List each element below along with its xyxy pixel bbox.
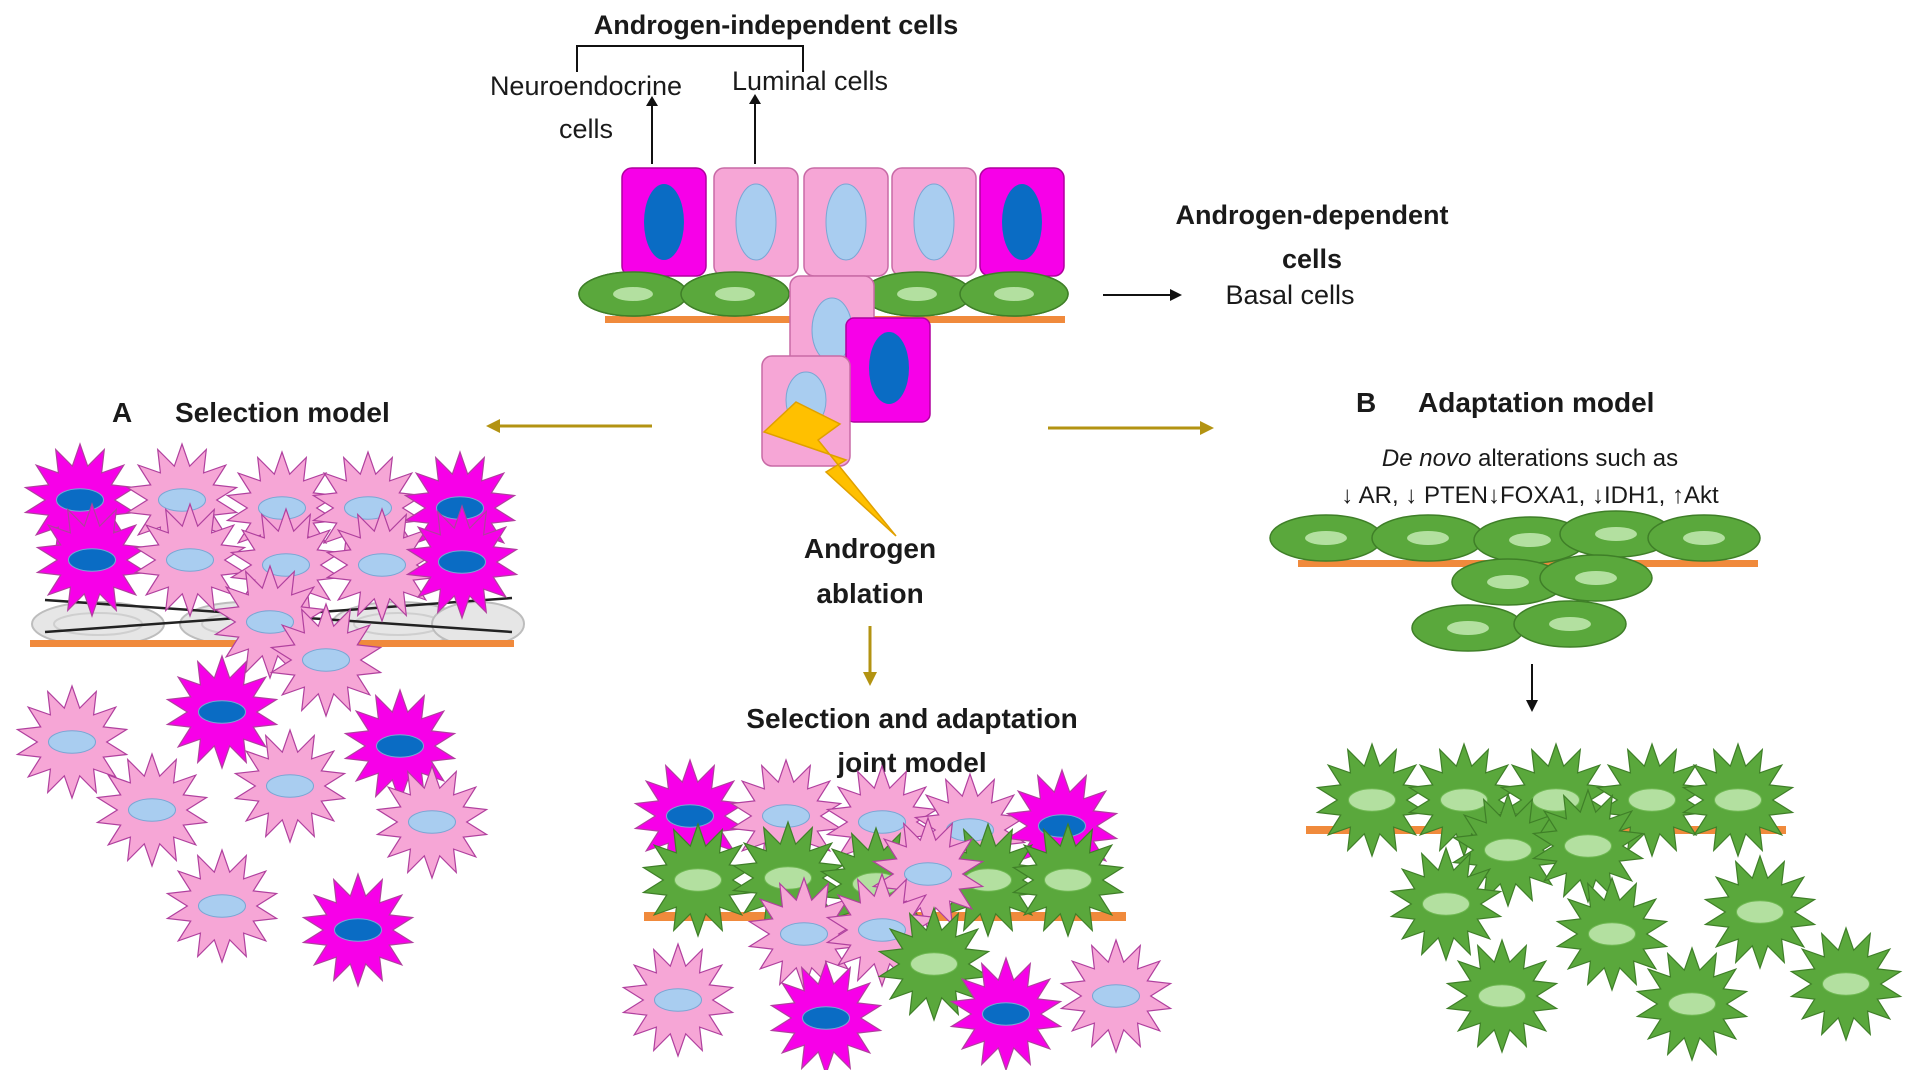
green-star-cell [1389,846,1503,962]
luminal-layer [621,167,1065,277]
luminal-star-cell [325,507,439,623]
green-star-cell [1531,788,1645,904]
luminal-label: Luminal cells [732,66,888,96]
neuroendocrine-star-cell [343,688,457,804]
green-star-cell [1789,926,1903,1042]
green-star-cell [1681,742,1795,858]
androgen-independent-label: Androgen-independent cells [594,10,959,40]
neuroendocrine-label: Neuroendocrine [490,71,682,101]
green-star-cell [1635,946,1749,1062]
de-novo-text: De novo alterations such as [1382,445,1678,472]
androgen-dependent-label: Androgen-dependent [1176,200,1449,230]
neuroendocrine-label-line2: cells [559,114,613,144]
basal-label: Basal cells [1225,280,1354,310]
luminal-star-cell [15,684,129,800]
basal-cell [1473,516,1587,564]
basal-cell [1513,600,1627,648]
androgen-dependent-label-line2: cells [1282,244,1342,274]
basal-cell [1269,514,1383,562]
neuroendocrine-star-cell [405,504,519,620]
green-star-cell [1595,742,1709,858]
green-star-cell [1315,742,1429,858]
joint-model-title: Selection and adaptation [746,703,1077,734]
green-star-cell [1011,822,1125,938]
luminal-star-cell [233,728,347,844]
alterations-text: ↓ AR, ↓ PTEN↓FOXA1, ↓IDH1, ↑Akt [1341,482,1719,509]
androgen-ablation-label: Androgen [804,533,936,564]
luminal-star-cell [133,502,247,618]
joint-model-title-line2: joint model [836,747,986,778]
adaptation-result-illustration [1306,742,1903,1062]
neuroendocrine-star-cell [35,502,149,618]
selection-letter: A [112,397,132,428]
basal-cell [1647,514,1761,562]
green-star-cell [877,906,991,1022]
luminal-star-cell [95,752,209,868]
luminal-star-cell [375,764,489,880]
luminal-star-cell [269,602,383,718]
luminal-star-cell [1059,938,1173,1054]
basal-cell [1451,558,1565,606]
invading-cells [761,275,931,467]
lightning-bolt-icon [762,401,897,537]
selection-title: Selection model [175,397,390,428]
neuroendocrine-star-cell [165,654,279,770]
adaptation-title: Adaptation model [1418,387,1654,418]
androgen-ablation-label-line2: ablation [816,578,923,609]
luminal-star-cell [165,848,279,964]
basal-cell [1539,554,1653,602]
luminal-star-cell [621,942,735,1058]
green-star-cell [1703,854,1817,970]
normal-epithelium [578,167,1069,537]
green-star-cell [1445,938,1559,1054]
neuroendocrine-star-cell [301,872,415,988]
basal-cell [1411,604,1525,652]
green-star-cell [1555,876,1669,992]
bracket [576,45,804,72]
neuroendocrine-star-cell [949,956,1063,1070]
adaptation-basal-cells [1269,510,1761,652]
basal-cell [1371,514,1485,562]
selection-model-illustration [15,442,525,988]
green-star-cell [641,822,755,938]
adaptation-letter: B [1356,387,1376,418]
neuroendocrine-star-cell [769,960,883,1070]
joint-model-illustration [621,758,1173,1070]
